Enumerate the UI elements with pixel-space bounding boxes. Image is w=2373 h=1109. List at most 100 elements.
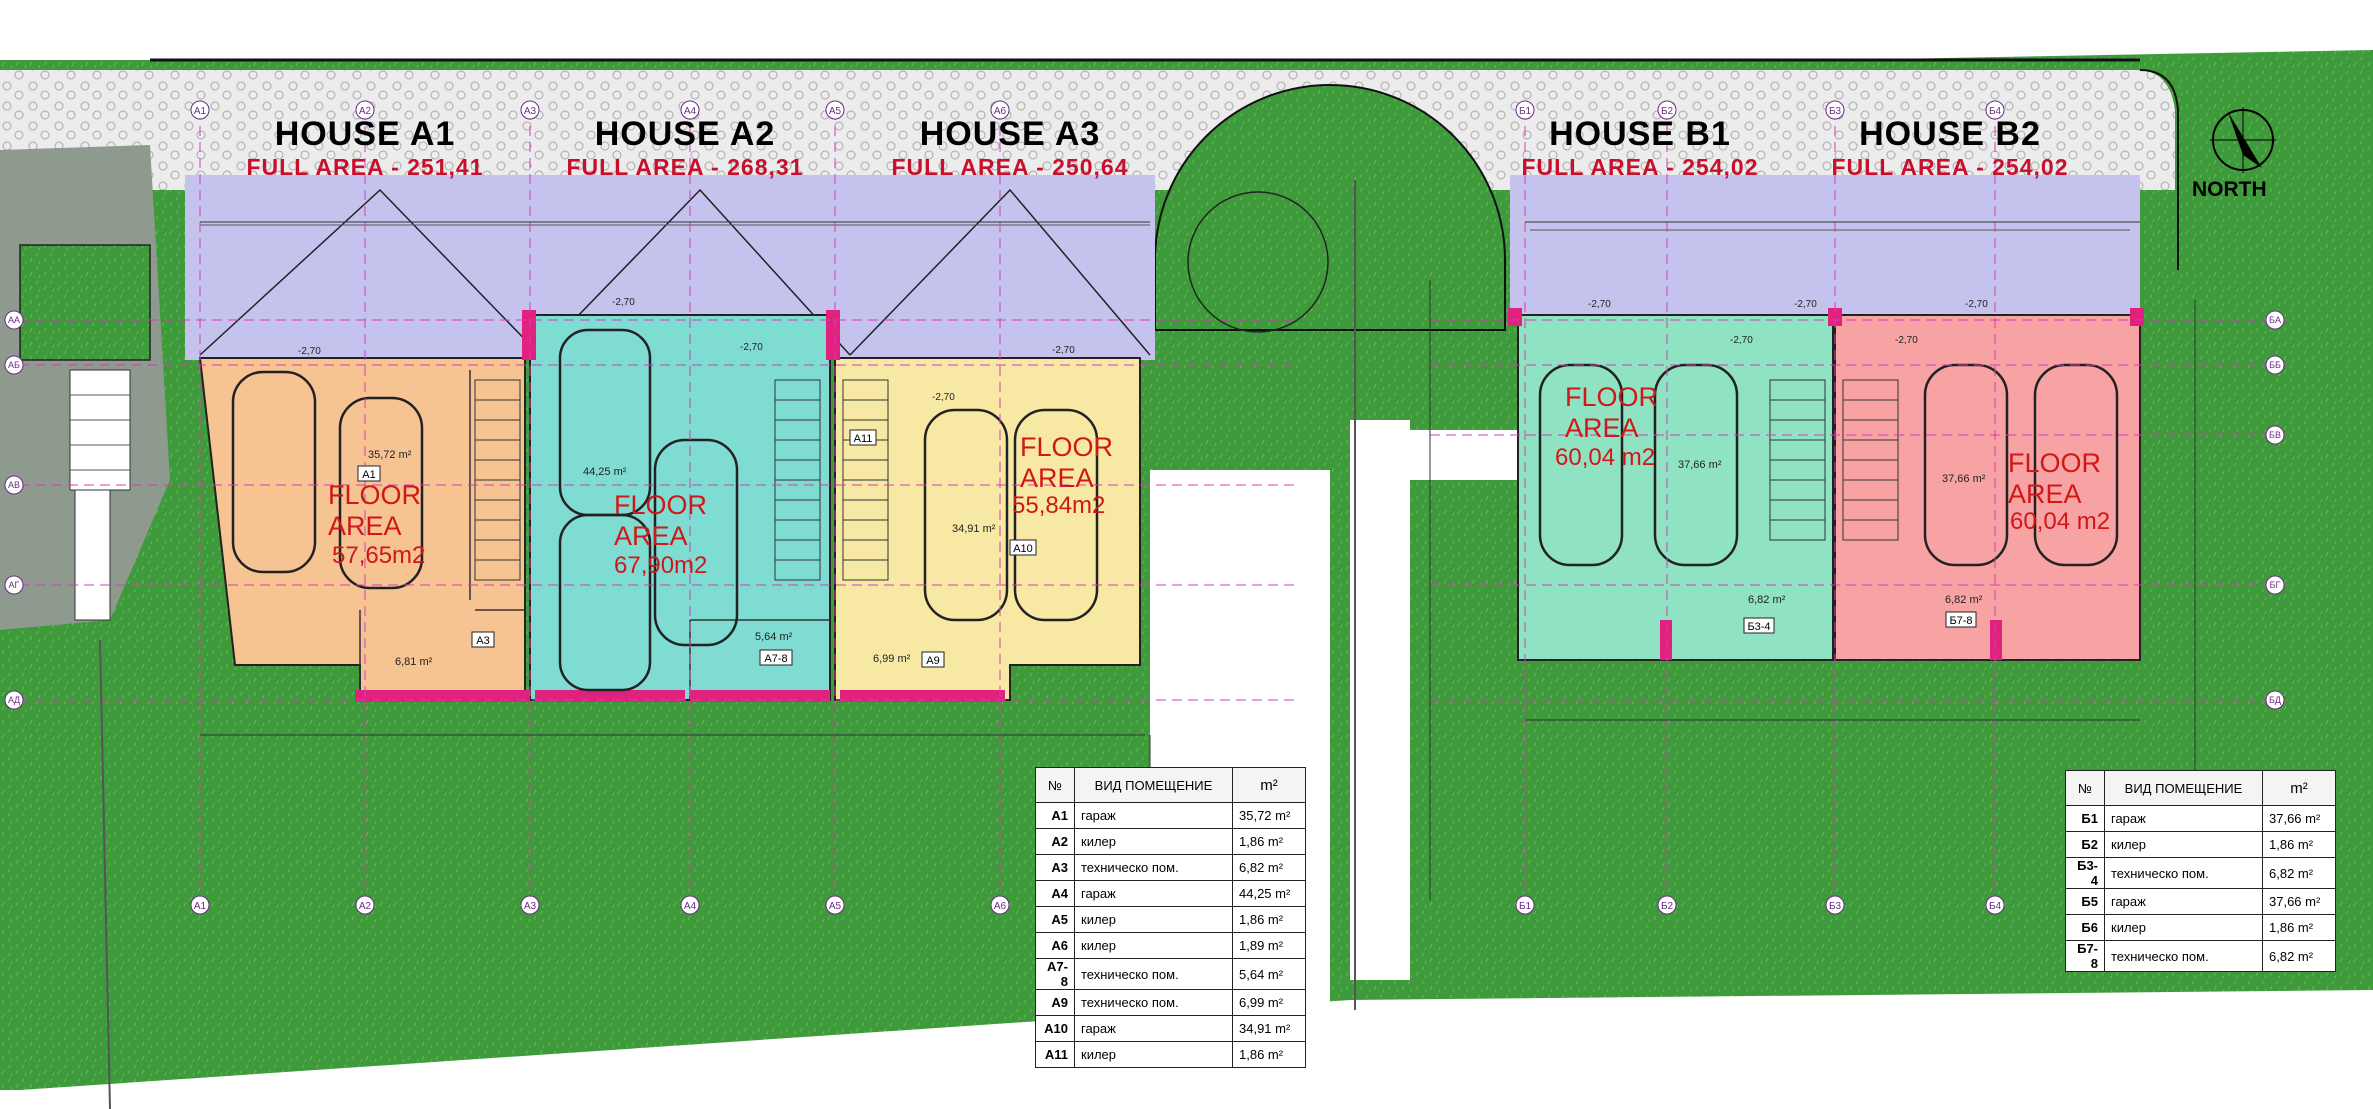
room-tags: A1 A3 A7-8 A9 A10 A11 Б3-4 Б7-8 (357, 429, 1977, 668)
room-name: техническо пом. (2104, 857, 2263, 889)
room-area-value: 6,82 m² (2262, 940, 2336, 972)
axis-bottom-a3: A3 (524, 901, 537, 912)
house-a2-floor-label: FLOOR AREA (614, 490, 708, 551)
house-a3-plan (834, 357, 1141, 701)
axis-top-a4: A4 (684, 106, 697, 117)
room-name: техническо пом. (1074, 958, 1233, 990)
room-area: 34,91 m² (952, 523, 996, 535)
room-tag: A1 (362, 469, 375, 481)
legend-header-unit: m² (2262, 770, 2336, 806)
roof-zone-b (1510, 175, 2140, 315)
stairs (474, 379, 1899, 581)
room-name: техническо пом. (1074, 989, 1233, 1016)
house-a1-title: HOUSE A1 (274, 115, 456, 153)
level-mark: -2,70 (1895, 335, 1918, 346)
axis-right-bd: БД (2269, 695, 2281, 705)
legend-header-number: № (2065, 770, 2105, 806)
axis-top-b4: Б4 (1989, 106, 2002, 117)
room-code: A4 (1035, 880, 1075, 907)
level-mark: -2,70 (740, 342, 763, 353)
car-icons (231, 328, 2119, 692)
axis-left-aa: AA (8, 315, 20, 325)
room-area-value: 6,82 m² (1232, 854, 1306, 881)
level-mark: -2,70 (932, 392, 955, 403)
room-tag: A3 (476, 635, 489, 647)
legend-header-number: № (1035, 767, 1075, 803)
room-name: техническо пом. (1074, 854, 1233, 881)
level-marks: -2,70 -2,70 -2,70 -2,70 -2,70 -2,70 -2,7… (298, 297, 1988, 403)
room-code: Б5 (2065, 888, 2105, 915)
house-a3-floor-label: FLOOR AREA (1020, 432, 1114, 493)
axis-top-a2: A2 (359, 106, 372, 117)
north-arrow-icon (2210, 107, 2276, 173)
room-tag: Б3-4 (1747, 621, 1770, 633)
level-mark: -2,70 (1794, 299, 1817, 310)
paved-driveway (0, 58, 2179, 270)
room-area-value: 44,25 m² (1232, 880, 1306, 907)
house-b1-title: HOUSE B1 (1549, 115, 1731, 153)
axis-top-b1: Б1 (1519, 106, 1532, 117)
axis-top-a3: A3 (524, 106, 537, 117)
room-name: гараж (1074, 1015, 1233, 1042)
room-area-value: 1,86 m² (2262, 914, 2336, 941)
room-name: килер (1074, 932, 1233, 959)
house-b2-title: HOUSE B2 (1859, 115, 2041, 153)
room-code: A9 (1035, 989, 1075, 1016)
room-name: техническо пом. (2104, 940, 2263, 972)
axis-bottom-a4: A4 (684, 901, 697, 912)
axis-labels-top: A1 A2 A3 A4 A5 A6 Б1 Б2 Б3 Б4 (190, 100, 2005, 120)
room-code: Б7-8 (2065, 940, 2105, 972)
legend-header-room-type: ВИД ПОМЕЩЕНИЕ (1074, 767, 1233, 803)
wall-markers (355, 308, 2144, 702)
axis-left-ag: AГ (9, 580, 20, 590)
room-area: 6,82 m² (1748, 594, 1786, 606)
room-area-value: 1,86 m² (1232, 1041, 1306, 1068)
house-b1-full-area: FULL AREA - 254,02 (1521, 154, 1759, 180)
house-b2-floor-label: FLOOR AREA (2008, 448, 2102, 509)
room-tag: A10 (1013, 543, 1033, 555)
room-area-value: 6,99 m² (1232, 989, 1306, 1016)
room-tag: A9 (926, 655, 939, 667)
room-code: A1 (1035, 802, 1075, 829)
room-code: A5 (1035, 906, 1075, 933)
axis-bottom-b4: Б4 (1989, 901, 2002, 912)
room-area-value: 1,86 m² (1232, 906, 1306, 933)
axis-labels-bottom: A1 A2 A3 A4 A5 A6 Б1 Б2 Б3 Б4 (190, 895, 2005, 915)
room-name: килер (2104, 914, 2263, 941)
room-name: гараж (1074, 880, 1233, 907)
room-name: килер (1074, 1041, 1233, 1068)
axis-right-bb: ББ (2269, 360, 2281, 370)
axis-top-b3: Б3 (1829, 106, 1842, 117)
room-code: Б6 (2065, 914, 2105, 941)
room-tag: Б7-8 (1949, 615, 1972, 627)
axis-bottom-a6: A6 (994, 901, 1007, 912)
room-code: A10 (1035, 1015, 1075, 1042)
room-code: A7-8 (1035, 958, 1075, 990)
house-a3-floor-area: 55,84m2 (1012, 492, 1106, 519)
axis-bottom-a1: A1 (194, 901, 207, 912)
legend-header-row: № ВИД ПОМЕЩЕНИЕ m² (1035, 767, 1306, 803)
house-a2-floor-area: 67,90m2 (614, 552, 708, 579)
axis-bottom-a2: A2 (359, 901, 372, 912)
room-area: 6,99 m² (873, 653, 911, 665)
axis-top-a5: A5 (829, 106, 842, 117)
left-ramp (0, 145, 170, 630)
room-tag: A7-8 (764, 653, 787, 665)
room-name: килер (1074, 828, 1233, 855)
room-code: Б2 (2065, 831, 2105, 858)
level-mark: -2,70 (1052, 345, 1075, 356)
house-a2-plan (529, 314, 831, 701)
room-code: A6 (1035, 932, 1075, 959)
room-area-labels: 35,72 m² 44,25 m² 37,66 m² 37,66 m² 34,9… (368, 449, 1986, 668)
room-name: гараж (1074, 802, 1233, 829)
